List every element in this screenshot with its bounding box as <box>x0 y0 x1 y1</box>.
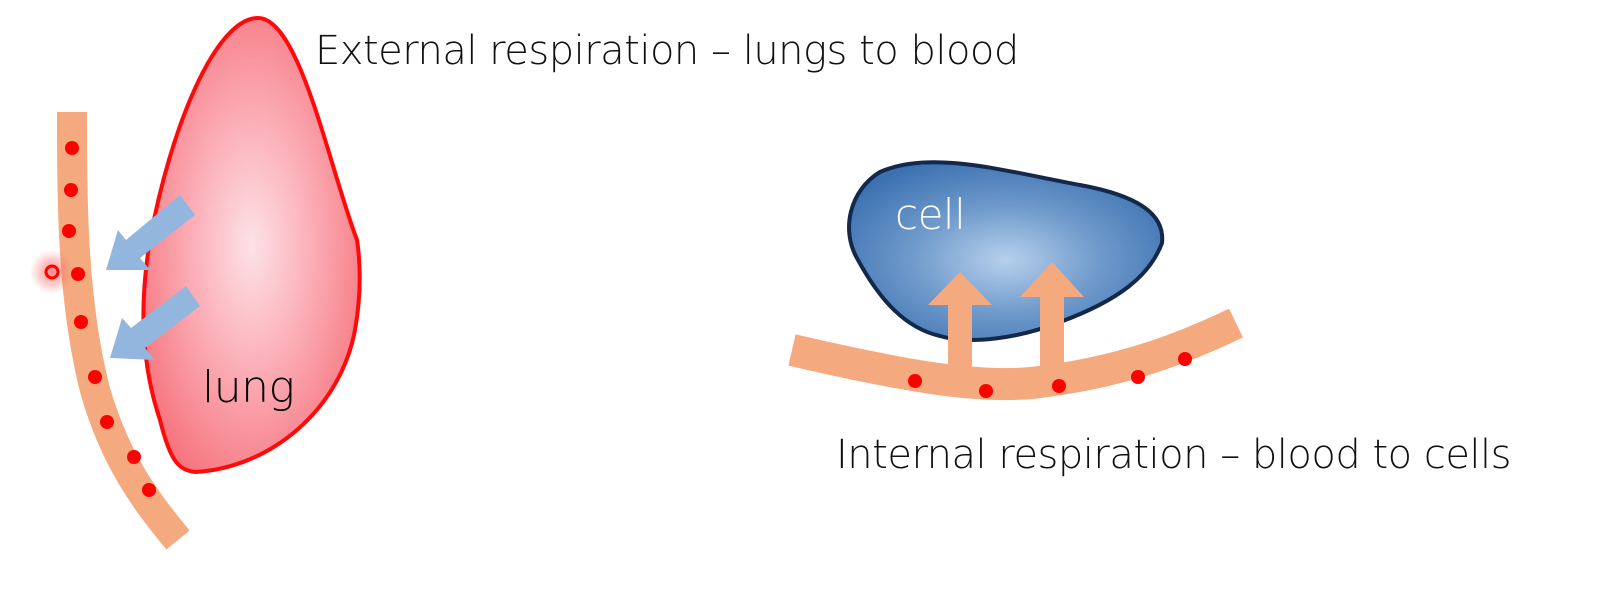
internal-respiration-title: Internal respiration – blood to cells <box>836 432 1512 478</box>
blood-cell <box>74 315 88 329</box>
blood-cell <box>62 224 76 238</box>
blood-vessel-right <box>788 308 1243 401</box>
blue-arrow-upper <box>106 195 195 270</box>
external-respiration-title: External respiration – lungs to blood <box>315 28 1019 74</box>
cell-shape <box>847 160 1165 342</box>
blood-cell <box>1178 352 1192 366</box>
cell-label: cell <box>895 190 966 239</box>
blood-cell <box>65 141 79 155</box>
glow-effect <box>30 250 74 294</box>
blood-cell <box>908 374 922 388</box>
blood-cell <box>64 183 78 197</box>
lung-shape <box>141 15 362 475</box>
orange-arrow-left <box>928 272 992 378</box>
blood-cell <box>1052 379 1066 393</box>
blood-cell <box>71 267 85 281</box>
blood-cells-left <box>62 141 156 497</box>
blood-cell <box>127 450 141 464</box>
blue-arrow-lower <box>110 286 200 360</box>
oxygen-molecule-icon <box>44 264 60 280</box>
orange-arrow-right <box>1020 262 1084 370</box>
blood-cell <box>1131 370 1145 384</box>
blood-cells-right <box>908 352 1192 398</box>
blood-cell <box>142 483 156 497</box>
blood-cell <box>88 370 102 384</box>
lung-label: lung <box>202 362 295 413</box>
blood-cell <box>979 384 993 398</box>
blood-cell <box>100 415 114 429</box>
